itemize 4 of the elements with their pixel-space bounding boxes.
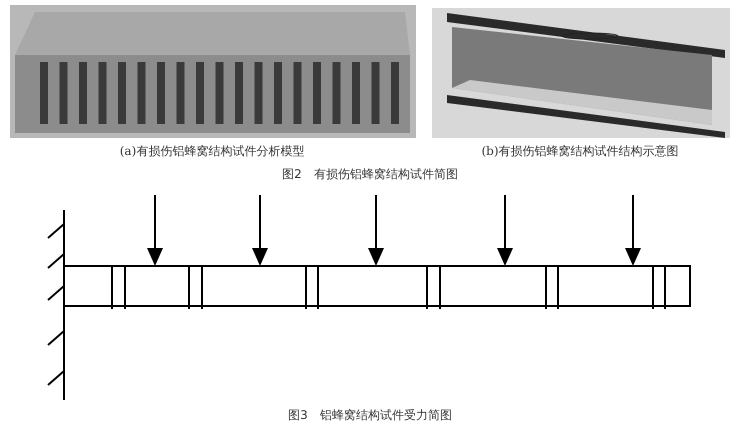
- figure-caption: 图2 有损伤铝蜂窝结构试件简图: [282, 166, 458, 183]
- figure-caption: 图3 铝蜂窝结构试件受力简图: [288, 407, 452, 424]
- subfigure-caption: (b)有损伤铝蜂窝结构试件结构示意图: [481, 143, 679, 160]
- subfigure-caption: (a)有损伤铝蜂窝结构试件分析模型: [120, 143, 304, 160]
